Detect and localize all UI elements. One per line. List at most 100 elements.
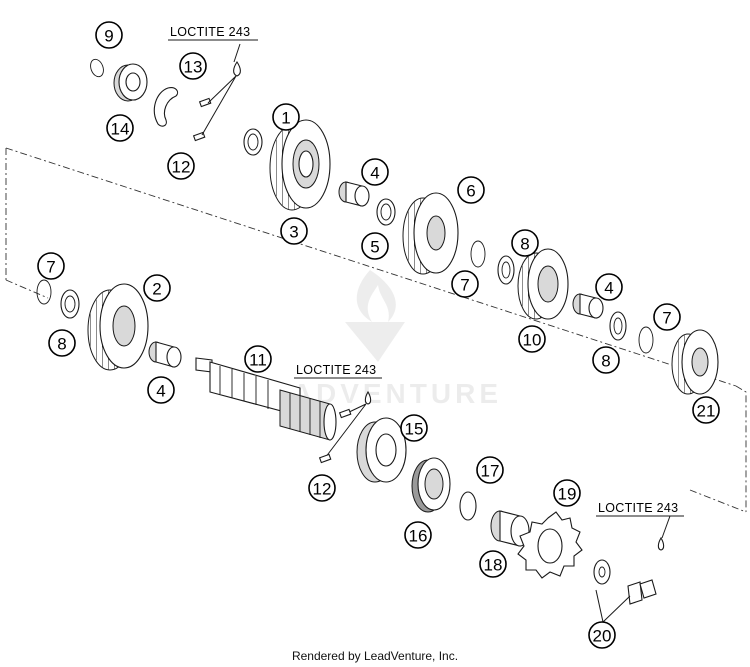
callout-number: 18 <box>484 556 503 575</box>
callout-number: 13 <box>184 58 203 77</box>
callout-3: 3 <box>280 217 308 245</box>
circlip-9 <box>90 58 104 78</box>
assembly-axis-frame <box>5 147 747 513</box>
callout-number: 7 <box>460 276 469 295</box>
washer-8-left <box>60 289 80 319</box>
callout-12: 12 <box>308 474 336 502</box>
callout-number: 11 <box>249 351 267 370</box>
callout-15: 15 <box>400 414 428 442</box>
callout-circle <box>518 325 546 353</box>
callout-8: 8 <box>592 346 620 374</box>
sprocket-19 <box>517 511 583 579</box>
callout-number: 9 <box>104 27 113 46</box>
callout-circle <box>106 114 134 142</box>
callout-21: 21 <box>692 396 720 424</box>
callout-number: 21 <box>697 402 716 421</box>
o-ring-17 <box>459 491 477 521</box>
callout-1: 1 <box>272 103 300 131</box>
callout-number: 4 <box>156 382 165 401</box>
callout-number: 20 <box>593 627 612 646</box>
bearing-15 <box>356 417 407 483</box>
callout-number: 4 <box>604 279 613 298</box>
callout-number: 3 <box>289 223 298 242</box>
callout-number: 10 <box>523 331 542 350</box>
callout-number: 14 <box>111 120 130 139</box>
callout-circle <box>511 229 539 257</box>
callout-7: 7 <box>653 303 681 331</box>
bolt-20 <box>627 579 657 605</box>
callout-number: 8 <box>57 335 66 354</box>
callout-circle <box>588 621 616 649</box>
needle-bearing-4-upper <box>338 181 370 207</box>
callout-2: 2 <box>143 274 171 302</box>
callout-4: 4 <box>595 273 623 301</box>
needle-bearing-4-right <box>572 293 604 319</box>
loctite-label-top: LOCTITE 243 <box>170 25 250 39</box>
callout-13: 13 <box>179 52 207 80</box>
callout-group: 9131412134568728411104782115121716191820… <box>37 21 720 649</box>
callout-20: 20 <box>588 621 616 649</box>
callout-circle <box>244 345 272 373</box>
callout-number: 8 <box>520 235 529 254</box>
loctite-label-mid: LOCTITE 243 <box>296 363 376 377</box>
callout-circle <box>95 21 123 49</box>
callout-5: 5 <box>361 232 389 260</box>
callout-circle <box>476 456 504 484</box>
callout-7: 7 <box>451 270 479 298</box>
callout-number: 15 <box>405 420 424 439</box>
gear-6 <box>402 192 459 275</box>
callout-circle <box>147 376 175 404</box>
callout-circle <box>692 396 720 424</box>
needle-bearing-4-left <box>148 341 182 368</box>
circlip-7-left <box>36 279 52 305</box>
loctite-drop-mid <box>324 390 372 459</box>
callout-circle <box>400 414 428 442</box>
callout-4: 4 <box>147 376 175 404</box>
callout-9: 9 <box>95 21 123 49</box>
callout-8: 8 <box>48 329 76 357</box>
callout-circle <box>143 274 171 302</box>
callout-6: 6 <box>457 176 485 204</box>
washer-8-right <box>609 311 627 341</box>
callout-circle <box>308 474 336 502</box>
callout-circle <box>361 232 389 260</box>
callout-circle <box>361 158 389 186</box>
callout-circle <box>479 550 507 578</box>
callout-19: 19 <box>553 479 581 507</box>
callout-8: 8 <box>511 229 539 257</box>
callout-number: 6 <box>466 182 475 201</box>
screw-12-lower <box>318 408 352 464</box>
callout-circle <box>167 152 195 180</box>
callout-circle <box>37 252 65 280</box>
callout-number: 12 <box>313 480 332 499</box>
callout-circle <box>553 479 581 507</box>
gear-2 <box>87 283 149 371</box>
callout-14: 14 <box>106 114 134 142</box>
footer-credit: Rendered by LeadVenture, Inc. <box>291 649 459 663</box>
callout-circle <box>595 273 623 301</box>
callout-number: 1 <box>281 109 290 128</box>
loctite-label-right: LOCTITE 243 <box>598 501 678 515</box>
leader-lines <box>233 43 631 623</box>
loctite-drop-right <box>657 536 665 551</box>
callout-circle <box>592 346 620 374</box>
circlip-7-center <box>470 240 486 268</box>
callout-circle <box>457 176 485 204</box>
loctite-drop-top <box>201 61 241 136</box>
callout-number: 19 <box>558 485 577 504</box>
callout-4: 4 <box>361 158 389 186</box>
washer-8-center <box>497 255 515 285</box>
callout-number: 7 <box>46 258 55 277</box>
gear-1 <box>269 119 331 211</box>
callout-circle <box>653 303 681 331</box>
callout-18: 18 <box>479 550 507 578</box>
callout-7: 7 <box>37 252 65 280</box>
callout-number: 16 <box>409 527 428 546</box>
callout-circle <box>272 103 300 131</box>
callout-16: 16 <box>404 521 432 549</box>
thrust-washer <box>243 128 263 156</box>
bearing-14 <box>113 63 148 102</box>
shaft-11 <box>195 357 337 441</box>
callout-circle <box>179 52 207 80</box>
